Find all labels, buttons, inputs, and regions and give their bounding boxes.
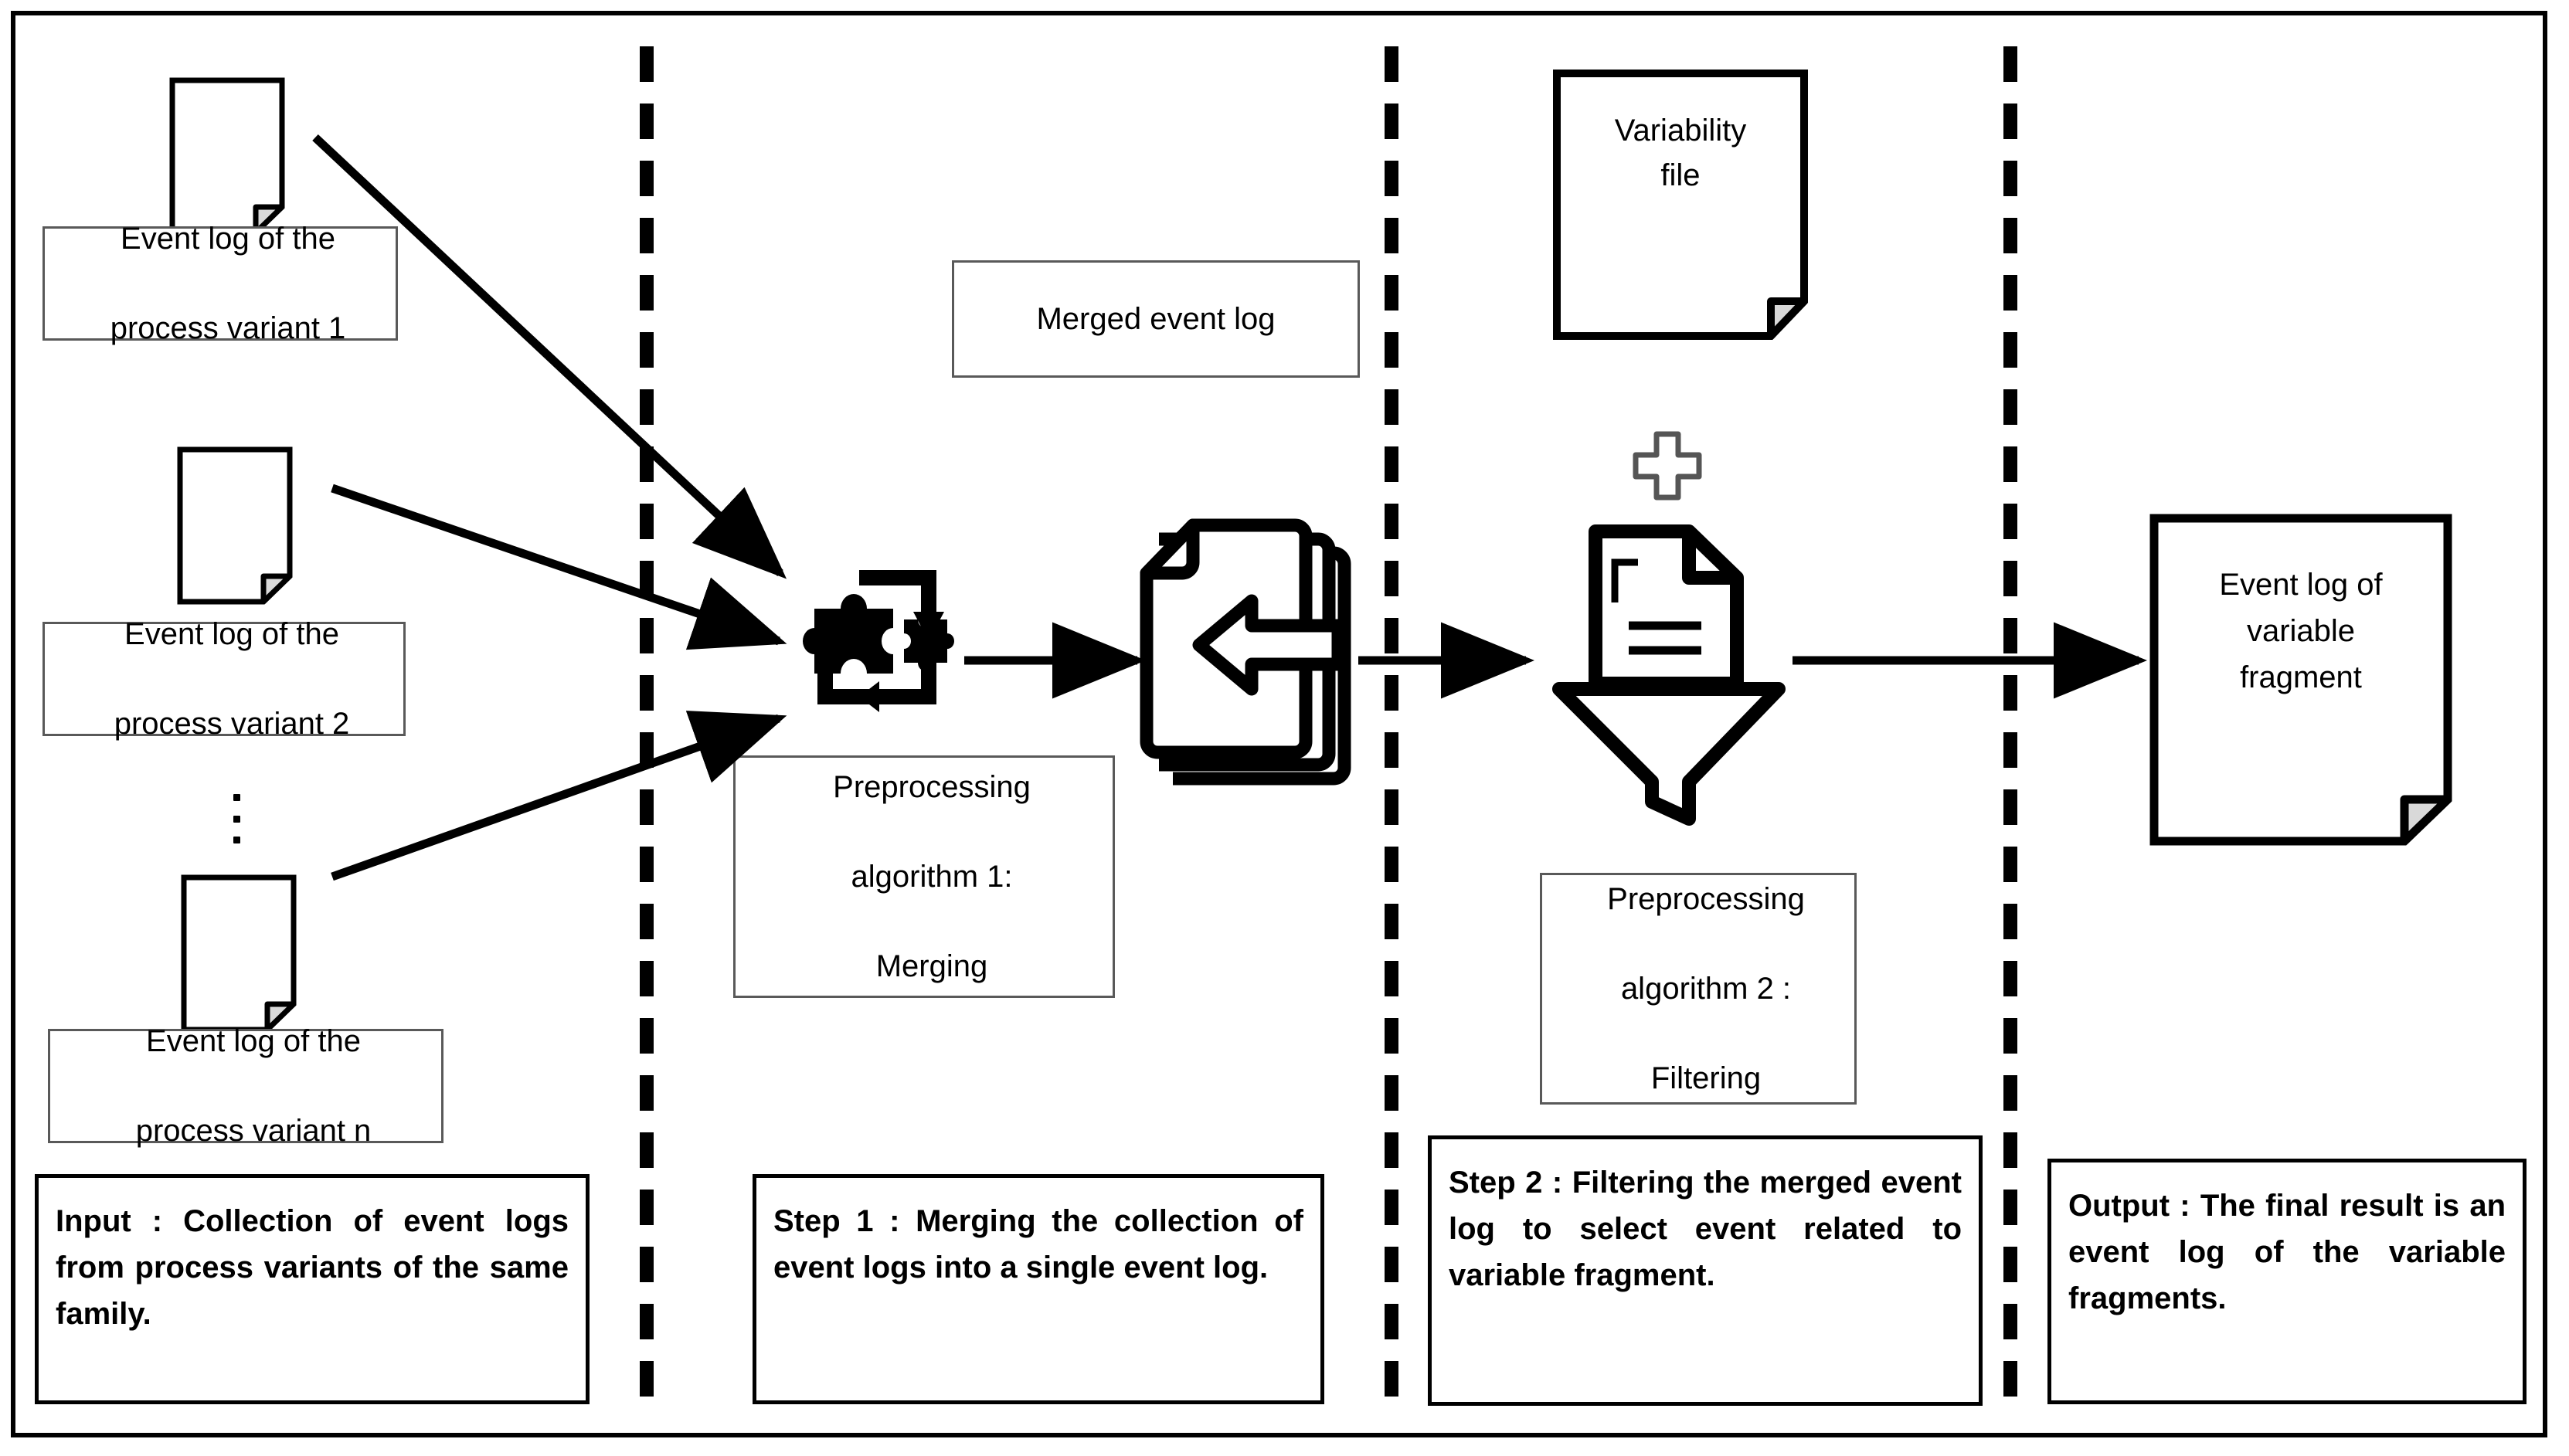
merged-event-log-label: Merged event log <box>1036 302 1276 336</box>
legend-step1: Step 1 : Merging the collection of event… <box>753 1174 1324 1404</box>
algorithm-2-line3: Filtering <box>1650 1061 1762 1095</box>
column-divider-2 <box>1385 46 1398 1414</box>
document-page-icon <box>169 77 285 236</box>
output-result-label: Event log of variable fragment <box>2149 562 2452 701</box>
document-page-icon <box>2149 514 2452 846</box>
preprocessing-algorithm-1-box: Preprocessing algorithm 1: Merging <box>733 755 1115 998</box>
preprocessing-algorithm-2-box: Preprocessing algorithm 2 : Filtering <box>1540 873 1857 1105</box>
input-items-ellipsis <box>232 794 241 843</box>
input-item-3-label: Event log of the process variant n <box>48 1024 443 1148</box>
algorithm-1-line3: Merging <box>875 949 988 983</box>
input-item-1-line1: Event log of the <box>121 222 335 256</box>
legend-input-text: Input : Collection of event logs from pr… <box>56 1204 569 1331</box>
puzzle-merge-icon <box>788 548 966 726</box>
input-item-2-label: Event log of the process variant 2 <box>42 617 406 741</box>
output-result-line3: fragment <box>2240 660 2362 694</box>
legend-output: Output : The final result is an event lo… <box>2047 1159 2527 1404</box>
algorithm-1-line1: Preprocessing <box>833 770 1031 804</box>
output-result-line1: Event log of <box>2219 568 2383 602</box>
legend-output-text: Output : The final result is an event lo… <box>2068 1189 2506 1315</box>
variability-file-label: Variability file <box>1553 108 1808 198</box>
input-item-3-line1: Event log of the <box>146 1024 361 1058</box>
algorithm-1-line2: algorithm 1: <box>851 860 1013 894</box>
document-filter-funnel-icon <box>1538 510 1800 834</box>
document-page-icon <box>1553 70 1808 340</box>
documents-import-icon <box>1128 510 1375 803</box>
merged-event-log-box: Merged event log <box>952 260 1360 378</box>
input-item-1-line2: process variant 1 <box>110 311 346 345</box>
algorithm-2-line1: Preprocessing <box>1607 882 1805 916</box>
variability-file-line2: file <box>1660 158 1701 192</box>
input-item-2-line1: Event log of the <box>124 617 339 651</box>
document-page-icon <box>181 874 297 1033</box>
column-divider-3 <box>2003 46 2017 1414</box>
input-item-3-line2: process variant n <box>135 1114 372 1148</box>
column-divider-1 <box>640 46 654 1414</box>
variability-file-line1: Variability <box>1614 114 1747 148</box>
legend-step2-text: Step 2 : Filtering the merged event log … <box>1449 1166 1962 1292</box>
plus-icon <box>1633 431 1702 501</box>
algorithm-2-line2: algorithm 2 : <box>1620 972 1792 1006</box>
output-result-line2: variable <box>2246 614 2356 648</box>
input-item-1-label: Event log of the process variant 1 <box>42 222 398 345</box>
legend-step1-text: Step 1 : Merging the collection of event… <box>773 1204 1303 1285</box>
legend-input: Input : Collection of event logs from pr… <box>35 1174 590 1404</box>
input-item-2-line2: process variant 2 <box>114 707 350 741</box>
document-page-icon <box>177 446 293 605</box>
legend-step2: Step 2 : Filtering the merged event log … <box>1428 1135 1983 1406</box>
